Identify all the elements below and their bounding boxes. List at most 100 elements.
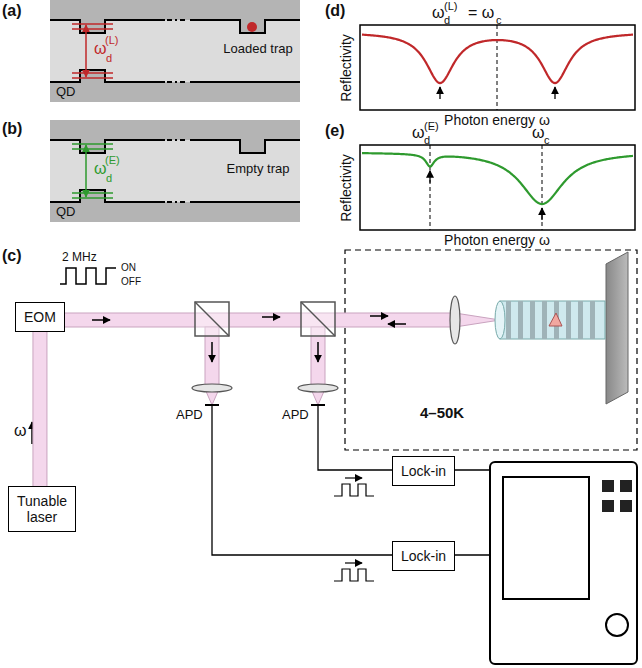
beamsplitter-diagonal	[301, 302, 335, 336]
plot-frame	[360, 145, 635, 230]
energy-level	[72, 192, 113, 193]
transition-arrow	[85, 145, 87, 197]
annotation: ω	[532, 124, 545, 142]
lens	[298, 384, 338, 392]
energy-level	[72, 77, 113, 78]
signal-wire	[318, 405, 392, 470]
annotation: d	[106, 172, 112, 184]
device-box: Lock-in	[392, 456, 455, 486]
annotation: (L)	[444, 0, 457, 12]
device-box: Tunable laser	[8, 486, 76, 532]
resonance-marker	[430, 145, 431, 230]
annotation: (L)	[105, 34, 118, 46]
annotation: c	[544, 134, 550, 146]
band-edge	[50, 140, 165, 153]
resonance-marker	[542, 145, 543, 230]
lens	[450, 296, 460, 344]
annotation: Empty trap	[222, 162, 294, 176]
box-text: Lock-in	[401, 463, 446, 479]
beam-outline	[32, 332, 47, 486]
reference-pulse	[334, 569, 374, 581]
annotation: QD	[56, 85, 76, 99]
oscilloscope-screen	[503, 477, 589, 599]
dip-arrow	[439, 87, 440, 99]
signal-wire	[212, 405, 392, 555]
box-text: Lock-in	[401, 548, 446, 564]
barrier-region	[50, 70, 300, 102]
energy-level	[72, 72, 113, 73]
annotation: 2 MHz	[62, 251, 97, 264]
laser-beam-connector	[33, 332, 46, 486]
panel-label: (a)	[2, 2, 22, 20]
setup	[32, 250, 637, 664]
annotation: ω	[94, 160, 107, 178]
signal-wire	[450, 469, 490, 470]
band-edge	[190, 81, 300, 83]
beam-arrow	[317, 342, 319, 362]
barrier-region	[50, 0, 300, 33]
trapped-charge	[247, 22, 257, 32]
band-break	[167, 19, 188, 21]
annotation: QD	[56, 205, 76, 219]
band-edge	[190, 20, 300, 33]
oscilloscope-button	[620, 480, 632, 492]
panel-label: (b)	[2, 120, 22, 138]
cryostat-box	[345, 250, 637, 450]
beamsplitter	[195, 302, 229, 336]
dip-arrow	[541, 208, 542, 220]
beam-arrow	[262, 316, 280, 318]
lens	[192, 384, 232, 392]
signal-arrow	[345, 477, 362, 478]
annotation: d	[444, 14, 450, 26]
band-diagram	[50, 120, 300, 222]
mirror-layer	[518, 301, 523, 339]
oscilloscope-button	[602, 480, 614, 492]
energy-level	[72, 148, 113, 149]
oscilloscope	[490, 462, 637, 664]
resonance-marker	[497, 25, 498, 110]
oscilloscope-button	[620, 500, 632, 512]
energy-level	[72, 143, 113, 144]
band-ground	[50, 0, 300, 102]
edge-label: ω	[14, 422, 27, 440]
energy-level	[72, 197, 113, 198]
reflectivity-curve	[362, 35, 633, 83]
box-text: EOM	[24, 309, 56, 325]
panel-label: (d)	[325, 2, 345, 20]
signal-wire	[450, 554, 490, 555]
band-edge	[190, 201, 300, 203]
beam-arrow	[388, 323, 406, 325]
substrate	[606, 252, 628, 404]
transition-arrow	[85, 25, 87, 77]
annotation: d	[106, 52, 112, 64]
energy-level	[72, 23, 113, 24]
mirror-layer	[566, 301, 571, 339]
barrier-region	[50, 120, 300, 153]
beam-arrow	[92, 319, 110, 321]
mirror-layer	[506, 301, 511, 339]
panel-label: (c)	[2, 247, 22, 265]
annotation: c	[496, 14, 502, 26]
annotation: Photon energy ω	[444, 233, 550, 248]
band-ground	[50, 120, 300, 222]
annotation: ω	[432, 4, 445, 22]
annotation: ω	[94, 40, 107, 58]
mirror-layer	[590, 301, 595, 339]
band-edge	[190, 140, 300, 153]
oscilloscope-knob	[606, 614, 628, 636]
dip-arrow	[554, 87, 555, 99]
reflectivity-plot	[360, 145, 635, 230]
beamsplitter-diagonal	[195, 302, 229, 336]
band-edge	[50, 70, 165, 82]
square-wave	[60, 268, 116, 284]
plot-frame	[360, 25, 635, 110]
band-diagram	[50, 0, 300, 102]
annotation: (E)	[424, 120, 439, 132]
annotation: ON	[121, 262, 136, 273]
annotation: APD	[176, 408, 203, 422]
focused-beam	[455, 313, 500, 327]
barrier-region	[50, 190, 300, 222]
